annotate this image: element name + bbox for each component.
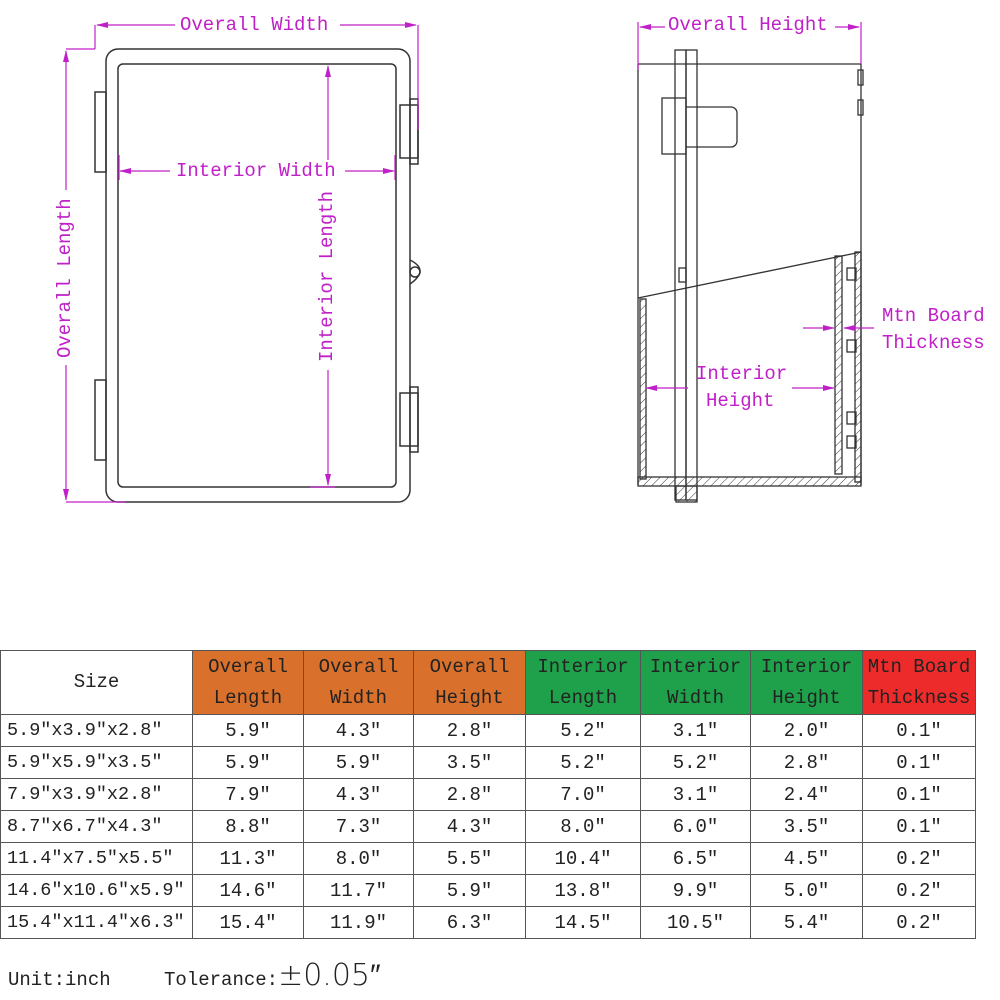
cell-interior-width: 6.5″ bbox=[640, 842, 751, 875]
cell-size: 14.6″x10.6″x5.9″ bbox=[0, 874, 193, 907]
cell-mtn-board-thickness: 0.2″ bbox=[862, 842, 976, 875]
cell-mtn-board-thickness: 0.2″ bbox=[862, 874, 976, 907]
cell-mtn-board-thickness: 0.1″ bbox=[862, 746, 976, 779]
cell-overall-height: 3.5″ bbox=[413, 746, 526, 779]
cell-overall-width: 4.3″ bbox=[303, 778, 414, 811]
cell-interior-width: 9.9″ bbox=[640, 874, 751, 907]
cell-interior-width: 10.5″ bbox=[640, 906, 751, 939]
table-row: 8.7″x6.7″x4.3″ 8.8″ 7.3″ 4.3″ 8.0″ 6.0″ … bbox=[0, 810, 976, 843]
cell-interior-width: 3.1″ bbox=[640, 714, 751, 747]
overall-height-label: Overall Height bbox=[668, 14, 828, 36]
cell-interior-width: 3.1″ bbox=[640, 778, 751, 811]
cell-interior-width: 6.0″ bbox=[640, 810, 751, 843]
footer-note: Unit:inch Tolerance:±0.05″ bbox=[8, 958, 381, 993]
cell-interior-length: 5.2″ bbox=[525, 714, 641, 747]
cell-interior-height: 4.5″ bbox=[750, 842, 863, 875]
table-row: 14.6″x10.6″x5.9″ 14.6″ 11.7″ 5.9″ 13.8″ … bbox=[0, 874, 976, 907]
cell-overall-length: 5.9″ bbox=[192, 714, 304, 747]
top-view bbox=[94, 48, 421, 503]
side-view bbox=[637, 49, 864, 503]
side-view-dimensions bbox=[637, 22, 874, 391]
cell-size: 5.9″x3.9″x2.8″ bbox=[0, 714, 193, 747]
cell-interior-height: 5.4″ bbox=[750, 906, 863, 939]
table-row: 15.4″x11.4″x6.3″ 15.4″ 11.9″ 6.3″ 14.5″ … bbox=[0, 906, 976, 939]
table-row: 7.9″x3.9″x2.8″ 7.9″ 4.3″ 2.8″ 7.0″ 3.1″ … bbox=[0, 778, 976, 811]
overall-length-label: Overall Length bbox=[54, 198, 76, 358]
table-row: 11.4″x7.5″x5.5″ 11.3″ 8.0″ 5.5″ 10.4″ 6.… bbox=[0, 842, 976, 875]
cell-overall-length: 7.9″ bbox=[192, 778, 304, 811]
cell-mtn-board-thickness: 0.1″ bbox=[862, 778, 976, 811]
cell-overall-height: 2.8″ bbox=[413, 714, 526, 747]
cell-interior-length: 14.5″ bbox=[525, 906, 641, 939]
cell-overall-width: 4.3″ bbox=[303, 714, 414, 747]
interior-width-label: Interior Width bbox=[176, 160, 336, 182]
cell-interior-height: 2.4″ bbox=[750, 778, 863, 811]
cell-mtn-board-thickness: 0.1″ bbox=[862, 714, 976, 747]
cell-overall-width: 11.9″ bbox=[303, 906, 414, 939]
tolerance-label: Tolerance: bbox=[164, 969, 279, 991]
enclosure-diagram: Overall Width Overall Length Interior Wi… bbox=[54, 14, 985, 503]
cell-overall-width: 8.0″ bbox=[303, 842, 414, 875]
cell-size: 11.4″x7.5″x5.5″ bbox=[0, 842, 193, 875]
interior-height-label-line2: Height bbox=[706, 390, 775, 412]
cell-overall-height: 6.3″ bbox=[413, 906, 526, 939]
table-row: 5.9″x3.9″x2.8″ 5.9″ 4.3″ 2.8″ 5.2″ 3.1″ … bbox=[0, 714, 976, 747]
cell-interior-height: 3.5″ bbox=[750, 810, 863, 843]
mtn-board-label-line2: Thickness bbox=[882, 332, 985, 354]
overall-width-label: Overall Width bbox=[180, 14, 329, 36]
cell-overall-width: 11.7″ bbox=[303, 874, 414, 907]
cell-interior-length: 13.8″ bbox=[525, 874, 641, 907]
cell-size: 5.9″x5.9″x3.5″ bbox=[0, 746, 193, 779]
technical-drawing bbox=[63, 22, 874, 503]
cell-size: 15.4″x11.4″x6.3″ bbox=[0, 906, 193, 939]
cell-overall-height: 5.9″ bbox=[413, 874, 526, 907]
table-row: 5.9″x5.9″x3.5″ 5.9″ 5.9″ 3.5″ 5.2″ 5.2″ … bbox=[0, 746, 976, 779]
cell-overall-length: 15.4″ bbox=[192, 906, 304, 939]
cell-overall-height: 4.3″ bbox=[413, 810, 526, 843]
cell-overall-height: 2.8″ bbox=[413, 778, 526, 811]
cell-interior-width: 5.2″ bbox=[640, 746, 751, 779]
cell-mtn-board-thickness: 0.1″ bbox=[862, 810, 976, 843]
cell-interior-length: 8.0″ bbox=[525, 810, 641, 843]
cell-overall-length: 5.9″ bbox=[192, 746, 304, 779]
cell-overall-width: 5.9″ bbox=[303, 746, 414, 779]
cell-overall-length: 11.3″ bbox=[192, 842, 304, 875]
unit-label: Unit:inch bbox=[8, 969, 111, 991]
cell-interior-length: 10.4″ bbox=[525, 842, 641, 875]
cell-interior-height: 5.0″ bbox=[750, 874, 863, 907]
mtn-board-label-line1: Mtn Board bbox=[882, 305, 985, 327]
interior-length-label: Interior Length bbox=[316, 190, 338, 362]
cell-overall-length: 14.6″ bbox=[192, 874, 304, 907]
cell-size: 8.7″x6.7″x4.3″ bbox=[0, 810, 193, 843]
interior-height-label-line1: Interior bbox=[696, 363, 788, 385]
tolerance-value: ±0.05″ bbox=[278, 958, 381, 993]
cell-mtn-board-thickness: 0.2″ bbox=[862, 906, 976, 939]
cell-interior-length: 7.0″ bbox=[525, 778, 641, 811]
cell-overall-height: 5.5″ bbox=[413, 842, 526, 875]
top-view-dimensions bbox=[63, 22, 419, 503]
cell-size: 7.9″x3.9″x2.8″ bbox=[0, 778, 193, 811]
cell-interior-height: 2.8″ bbox=[750, 746, 863, 779]
header-size: Size bbox=[0, 650, 193, 715]
cell-overall-length: 8.8″ bbox=[192, 810, 304, 843]
cell-interior-height: 2.0″ bbox=[750, 714, 863, 747]
cell-interior-length: 5.2″ bbox=[525, 746, 641, 779]
cell-overall-width: 7.3″ bbox=[303, 810, 414, 843]
